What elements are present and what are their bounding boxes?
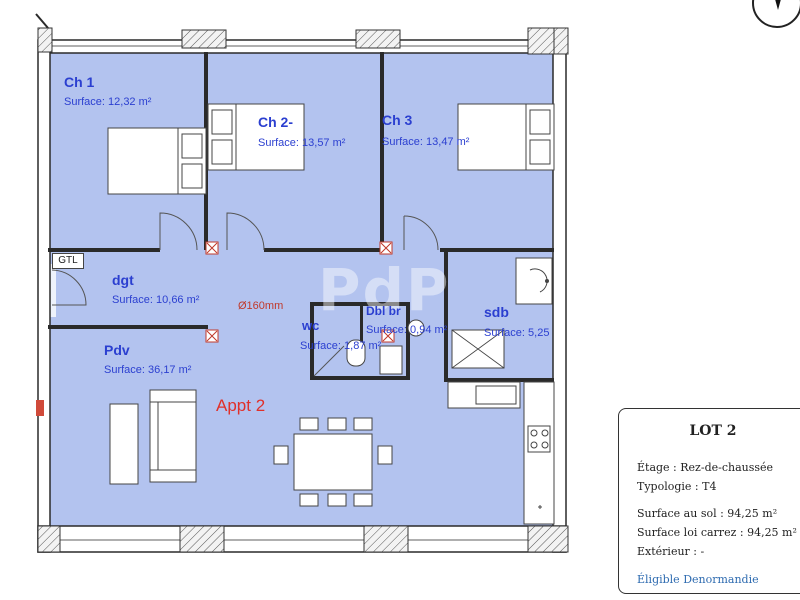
balcony-strip <box>48 264 56 317</box>
room-surface-ch1: Surface: 12,32 m² <box>64 96 152 108</box>
tv-unit <box>109 403 139 485</box>
dining-table <box>273 417 393 507</box>
lot-etage: Étage : Rez-de-chaussée <box>637 461 774 474</box>
duct-label: Ø160mm <box>238 300 284 312</box>
room-name-wc: wc <box>302 318 320 333</box>
room-name-sdb: sdb <box>484 304 509 320</box>
sofa <box>149 389 197 483</box>
room-surface-ch2: Surface: 13,57 m² <box>258 137 346 149</box>
bed-ch3 <box>457 103 555 171</box>
room-surface-sdb: Surface: 5,25 <box>484 327 550 339</box>
lot-exterieur: Extérieur : - <box>637 545 705 558</box>
lot-surface-carrez: Surface loi carrez : 94,25 m² <box>637 526 797 539</box>
gtl-label: GTL <box>52 253 84 269</box>
room-surface-dbl: Surface: 0,94 m² <box>366 324 448 336</box>
watermark: PdP <box>318 256 451 324</box>
room-surface-pdv: Surface: 36,17 m² <box>104 364 192 376</box>
room-surface-dgt: Surface: 10,66 m² <box>112 294 200 306</box>
east-wall <box>552 39 567 553</box>
bed-ch1 <box>107 127 207 195</box>
room-name-dgt: dgt <box>112 272 134 288</box>
room-name-ch2: Ch 2- <box>258 114 293 130</box>
lot-typologie: Typologie : T4 <box>637 480 717 493</box>
bed-ch2 <box>207 103 305 171</box>
south-wall <box>37 525 567 553</box>
lot-surface-sol: Surface au sol : 94,25 m² <box>637 507 778 520</box>
apartment-label: Appt 2 <box>216 396 266 415</box>
west-wall <box>37 39 51 553</box>
north-wall <box>43 39 567 54</box>
room-name-dbl: Dbl br <box>366 304 401 318</box>
lot-info-card: LOT 2 Étage : Rez-de-chaussée Typologie … <box>618 408 800 594</box>
lot-title: LOT 2 <box>689 423 737 439</box>
room-name-ch3: Ch 3 <box>382 112 413 128</box>
room-name-pdv: Pdv <box>104 342 130 358</box>
eligibility-link[interactable]: Éligible Denormandie <box>637 573 759 586</box>
room-name-ch1: Ch 1 <box>64 74 95 90</box>
room-surface-wc: Surface: 1,87 m² <box>300 340 382 352</box>
room-surface-ch3: Surface: 13,47 m² <box>382 136 470 148</box>
